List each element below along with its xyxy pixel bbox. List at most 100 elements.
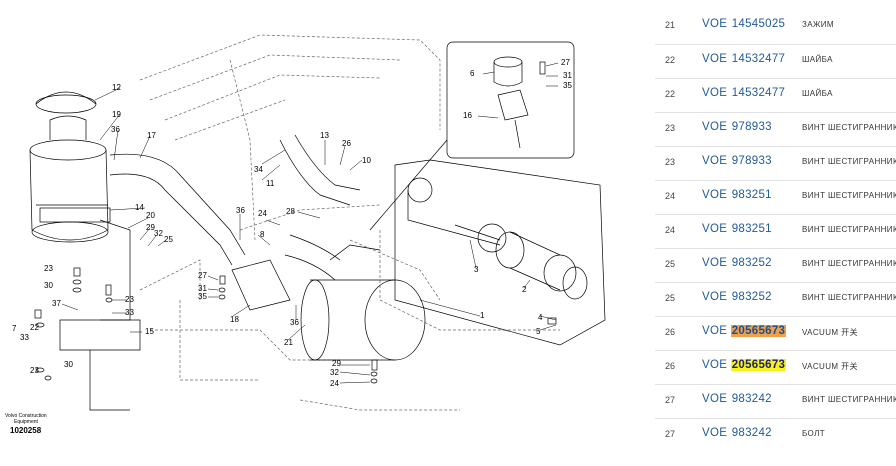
part-number-link[interactable]: VOE 983251 — [702, 189, 773, 201]
brand-line-1: Volvo Construction — [5, 413, 47, 419]
part-number: 983252 — [731, 291, 772, 303]
parts-row[interactable]: 27 VOE 983242 БОЛТ — [655, 418, 896, 453]
part-prefix: VOE — [702, 325, 728, 337]
part-position: 25 — [665, 259, 676, 269]
part-prefix: VOE — [702, 155, 728, 167]
part-number-link[interactable]: VOE 978933 — [702, 121, 773, 133]
part-position: 21 — [665, 20, 676, 30]
part-description: ВИНТ ШЕСТИГРАННИК — [802, 157, 896, 166]
part-number: 14532477 — [731, 53, 786, 65]
part-number-link[interactable]: VOE 983242 — [702, 393, 773, 405]
svg-text:27: 27 — [561, 58, 570, 67]
part-number: 983242 — [731, 393, 772, 405]
svg-text:31: 31 — [198, 284, 207, 293]
svg-text:13: 13 — [320, 131, 329, 140]
part-number-link[interactable]: VOE 978933 — [702, 155, 773, 167]
part-number: 983252 — [731, 257, 772, 269]
svg-text:11: 11 — [266, 179, 275, 188]
part-number-link[interactable]: VOE 14532477 — [702, 87, 786, 99]
part-number-link[interactable]: VOE 20565673 — [702, 325, 787, 337]
svg-text:30: 30 — [44, 281, 53, 290]
part-prefix: VOE — [702, 393, 728, 405]
svg-text:20: 20 — [146, 211, 155, 220]
part-number: 14545025 — [731, 18, 786, 30]
svg-text:29: 29 — [146, 223, 155, 232]
svg-text:23: 23 — [44, 264, 53, 273]
parts-row[interactable]: 26 VOE 20565673 VACUUM 开关 — [655, 350, 896, 385]
part-number-link[interactable]: VOE 983251 — [702, 223, 773, 235]
svg-text:12: 12 — [112, 83, 121, 92]
part-position: 26 — [665, 361, 676, 371]
svg-text:27: 27 — [198, 271, 207, 280]
elbow-pipe — [231, 259, 291, 311]
air-cleaner-left — [29, 91, 111, 243]
part-number: 983251 — [731, 223, 772, 235]
part-prefix: VOE — [702, 18, 728, 30]
part-number: 978933 — [731, 121, 772, 133]
svg-text:30: 30 — [64, 360, 73, 369]
part-position: 27 — [665, 429, 676, 439]
svg-text:36: 36 — [236, 206, 245, 215]
hardware-fasteners — [34, 267, 557, 384]
svg-text:16: 16 — [463, 111, 472, 120]
svg-text:15: 15 — [145, 327, 154, 336]
svg-text:24: 24 — [330, 379, 339, 388]
svg-text:8: 8 — [260, 230, 265, 239]
part-prefix: VOE — [702, 291, 728, 303]
part-number: 983251 — [731, 189, 772, 201]
svg-text:36: 36 — [290, 318, 299, 327]
svg-text:14: 14 — [135, 203, 144, 212]
parts-row[interactable]: 21 VOE 14545025 ЗАЖИМ — [655, 10, 896, 44]
part-number-link[interactable]: VOE 20565673 — [702, 359, 787, 371]
svg-text:4: 4 — [538, 313, 543, 322]
part-number-link[interactable]: VOE 983252 — [702, 257, 773, 269]
svg-text:32: 32 — [330, 368, 339, 377]
part-description: VACUUM 开关 — [802, 362, 858, 371]
svg-text:31: 31 — [563, 71, 572, 80]
filter-elements — [407, 177, 588, 300]
inset-detail-box — [446, 41, 575, 159]
part-prefix: VOE — [702, 223, 728, 235]
bracket — [99, 219, 131, 321]
part-prefix: VOE — [702, 87, 728, 99]
part-number-link[interactable]: VOE 14545025 — [702, 18, 786, 30]
svg-text:3: 3 — [474, 265, 479, 274]
chassis-outline — [139, 34, 560, 411]
svg-text:25: 25 — [164, 235, 173, 244]
svg-text:6: 6 — [470, 69, 475, 78]
part-description: ЗАЖИМ — [802, 20, 834, 29]
part-description: ВИНТ ШЕСТИГРАННИК — [802, 225, 896, 234]
svg-text:22: 22 — [30, 323, 39, 332]
svg-text:5: 5 — [536, 327, 541, 336]
leader-lines — [61, 62, 559, 384]
svg-text:26: 26 — [342, 139, 351, 148]
part-position: 26 — [665, 327, 676, 337]
svg-text:17: 17 — [147, 131, 156, 140]
svg-text:33: 33 — [125, 308, 134, 317]
part-number-link[interactable]: VOE 983252 — [702, 291, 773, 303]
part-position: 22 — [665, 89, 676, 99]
part-number: 978933 — [731, 155, 772, 167]
part-position: 22 — [665, 55, 676, 65]
part-number: 983242 — [731, 427, 772, 439]
drawing-number: 1020258 — [10, 426, 42, 435]
svg-text:23: 23 — [125, 295, 134, 304]
part-description: БОЛТ — [802, 429, 826, 438]
part-description: ВИНТ ШЕСТИГРАННИК — [802, 191, 896, 200]
part-description: ВИНТ ШЕСТИГРАННИК — [802, 395, 896, 404]
part-number-link[interactable]: VOE 14532477 — [702, 53, 786, 65]
part-number-link[interactable]: VOE 983242 — [702, 427, 773, 439]
svg-text:24: 24 — [258, 209, 267, 218]
